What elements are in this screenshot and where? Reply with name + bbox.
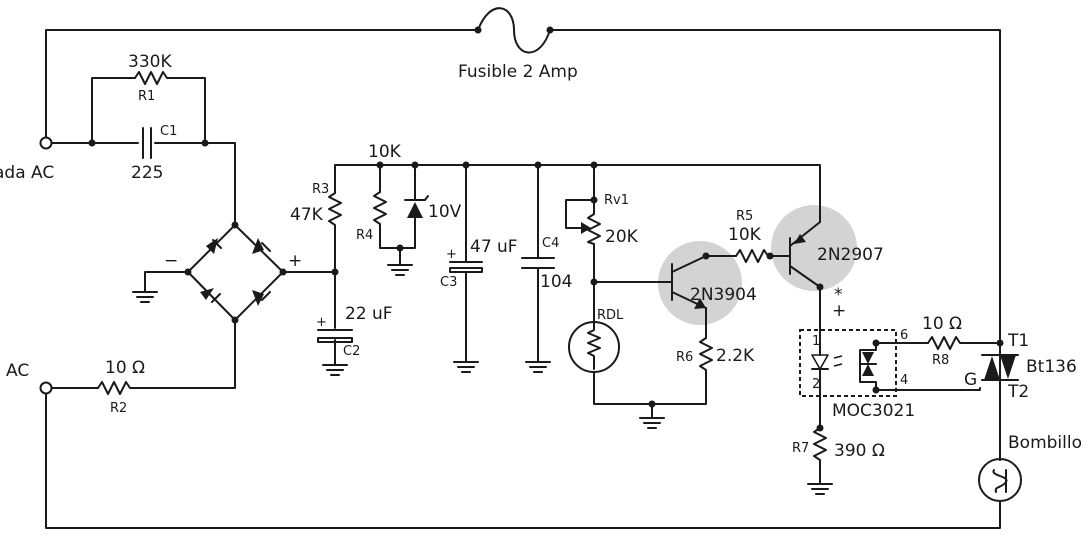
moc-pin6: 6 (900, 328, 908, 343)
moc-pin4: 4 (900, 373, 908, 388)
star-mark: * (834, 285, 843, 305)
r6-name: R6 (676, 350, 693, 365)
rail-value: 10K (368, 142, 402, 162)
rv1-name: Rv1 (604, 193, 629, 208)
rv1-potentiometer (581, 213, 601, 245)
c1-value: 225 (131, 163, 163, 183)
input-label-top: ada AC (0, 163, 54, 183)
c4-value: 104 (540, 272, 572, 292)
svg-text:+: + (446, 247, 457, 262)
rdl-photoresistor (568, 321, 620, 373)
zener-value: 10V (428, 202, 462, 222)
q2-name: 2N2907 (817, 245, 884, 265)
bridge-plus: + (288, 251, 302, 271)
moc-name: MOC3021 (832, 401, 915, 421)
lamp-name: Bombillo (1008, 433, 1082, 453)
c2-capacitor: + (316, 315, 353, 343)
r7-value: 390 Ω (834, 441, 885, 461)
r3-resistor (328, 192, 342, 227)
c1-name: C1 (160, 124, 177, 139)
r5-value: 10K (728, 225, 762, 245)
bridge-minus: − (164, 251, 178, 271)
r2-value: 10 Ω (105, 358, 145, 378)
bt136-triac (981, 344, 1019, 461)
r5-resistor (735, 249, 771, 263)
q1-highlight (658, 241, 742, 325)
r2-resistor (97, 381, 136, 395)
r4-resistor (373, 191, 387, 229)
c1-capacitor (142, 127, 152, 159)
bridge-diodes (200, 238, 271, 306)
rdl-name: RDL (597, 308, 624, 323)
r6-resistor (699, 337, 713, 373)
triac-gate: G (964, 370, 977, 390)
input-terminal-bottom (39, 381, 53, 395)
zener-diode (404, 195, 429, 218)
r7-resistor (813, 427, 827, 465)
r3-name: R3 (312, 182, 329, 197)
rv1-value: 20K (605, 227, 639, 247)
q1-transistor (671, 255, 707, 309)
r6-value: 2.2K (716, 346, 755, 366)
c3-capacitor: + (446, 247, 483, 273)
fuse-symbol (477, 7, 551, 54)
input-label-bottom: AC (6, 361, 29, 381)
junctions (88, 26, 1004, 432)
r1-value: 330K (128, 52, 172, 72)
r1-resistor (134, 71, 171, 85)
ground-symbols (132, 264, 833, 495)
triac-t2: T2 (1007, 382, 1029, 402)
c3-name: C3 (440, 275, 457, 290)
triac-name: Bt136 (1026, 357, 1077, 377)
c4-capacitor (521, 257, 555, 269)
r3-value: 47K (290, 205, 324, 225)
r8-name: R8 (932, 353, 949, 368)
fuse-label: Fusible 2 Amp (458, 62, 578, 82)
r1-name: R1 (138, 89, 155, 104)
q1-name: 2N3904 (690, 285, 757, 305)
r7-name: R7 (792, 441, 809, 456)
q2-transistor (789, 221, 821, 288)
q2-highlight (771, 205, 857, 291)
r8-value: 10 Ω (922, 314, 962, 334)
c4-name: C4 (542, 236, 559, 251)
r2-name: R2 (110, 401, 127, 416)
bridge-outline (187, 224, 284, 321)
r8-resistor (927, 336, 962, 350)
r5-name: R5 (736, 209, 753, 224)
c3-value: 47 uF (470, 237, 518, 257)
lamp-bombillo (978, 458, 1022, 502)
triac-t1: T1 (1007, 331, 1029, 351)
svg-text:+: + (316, 315, 327, 330)
moc-pin1: 1 (812, 334, 820, 349)
c2-name: C2 (343, 344, 360, 359)
input-terminal-top (39, 136, 53, 150)
moc-pin2: 2 (812, 377, 820, 392)
c2-value: 22 uF (345, 304, 393, 324)
plus-mark: + (832, 301, 846, 321)
r4-name: R4 (356, 228, 373, 243)
moc3021-optocoupler (799, 329, 897, 397)
